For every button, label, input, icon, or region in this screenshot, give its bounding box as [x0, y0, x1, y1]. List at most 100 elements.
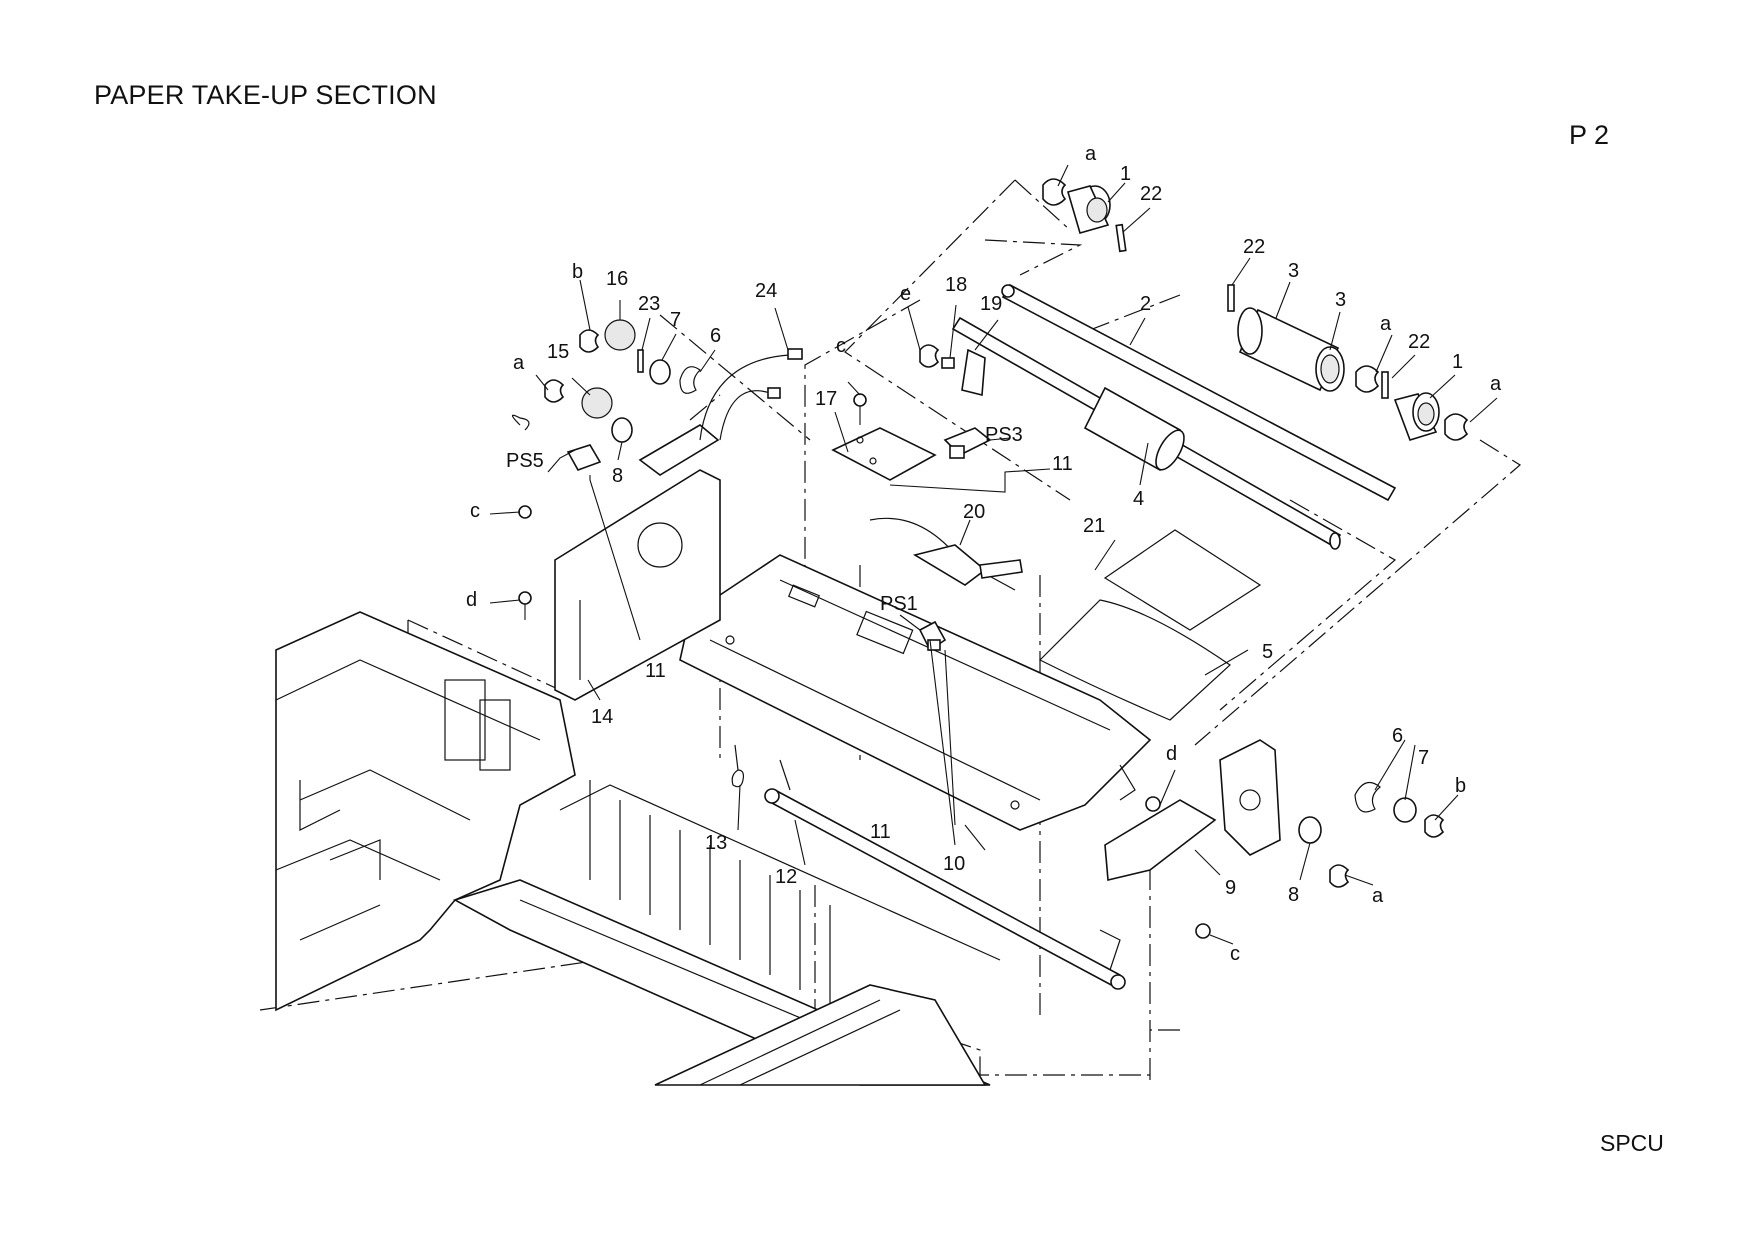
callout-ps5: PS5 — [506, 450, 544, 472]
callout-8: 8 — [612, 465, 623, 487]
callout-ps1: PS1 — [880, 593, 918, 615]
actuator-19 — [961, 348, 986, 397]
callout-23: 23 — [638, 293, 660, 315]
actuator-20 — [912, 544, 987, 586]
pin-22-left — [1227, 284, 1235, 312]
spring-18 — [941, 357, 955, 369]
bushing-8-left — [611, 417, 633, 443]
guide-sheet-21 — [1103, 529, 1262, 631]
callout-6: 6 — [1392, 725, 1403, 747]
callout-a: a — [1490, 373, 1502, 395]
callout-9: 9 — [1225, 877, 1236, 899]
callout-22: 22 — [1243, 236, 1265, 258]
callout-1: 1 — [1452, 351, 1463, 373]
callout-7: 7 — [670, 309, 681, 331]
callout-8: 8 — [1288, 884, 1299, 906]
callout-14: 14 — [591, 706, 613, 728]
screw-d-left — [518, 591, 532, 605]
callout-1: 1 — [1120, 163, 1131, 185]
callout-b: b — [572, 261, 583, 283]
callout-3: 3 — [1288, 260, 1299, 282]
pickup-roller-assembly — [951, 178, 1469, 550]
callout-labels: a 1 22 22 3 3 a 22 1 a 2 4 21 5 b 16 23 … — [466, 143, 1502, 965]
callout-10: 10 — [943, 853, 965, 875]
callout-22: 22 — [1408, 331, 1430, 353]
page-title: PAPER TAKE-UP SECTION — [94, 80, 437, 110]
callout-2: 2 — [1140, 293, 1151, 315]
spring-6-left — [679, 366, 701, 394]
callout-6: 6 — [710, 325, 721, 347]
harness-24 — [699, 354, 791, 441]
callout-a: a — [1372, 885, 1384, 907]
callout-4: 4 — [1133, 488, 1144, 510]
screw-d-right — [1145, 796, 1161, 812]
e-ring-a-bottom — [1329, 864, 1350, 888]
callout-17: 17 — [815, 388, 837, 410]
plate-9 — [1104, 799, 1217, 881]
bushing-7-right — [1393, 797, 1417, 823]
spring-6-right — [1354, 781, 1381, 813]
photo-sensor-ps5 — [566, 444, 602, 471]
pin-22-top — [1115, 223, 1127, 253]
e-ring-a-left — [544, 379, 565, 403]
sensor-bracket-assembly — [831, 344, 1023, 652]
screw-c-top — [853, 393, 867, 407]
callout-18: 18 — [945, 274, 967, 296]
guide-plate-5 — [1038, 599, 1231, 721]
page-number: P 2 — [1569, 120, 1610, 150]
document-code: SPCU — [1600, 1130, 1664, 1156]
callout-13: 13 — [705, 832, 727, 854]
callout-d: d — [1166, 743, 1177, 765]
callout-c: c — [836, 335, 846, 357]
pin-23 — [637, 349, 644, 373]
e-ring-a-mid — [1355, 365, 1380, 393]
callout-3: 3 — [1335, 289, 1346, 311]
screw-c-right — [1195, 923, 1211, 939]
callout-22: 22 — [1140, 183, 1162, 205]
e-ring-a-right — [1444, 413, 1469, 441]
e-ring-e — [919, 344, 940, 368]
callout-5: 5 — [1262, 641, 1273, 663]
side-plate-14 — [554, 469, 721, 701]
callout-12: 12 — [775, 866, 797, 888]
callout-c: c — [1230, 943, 1240, 965]
callout-11: 11 — [645, 660, 666, 682]
bracket-17 — [831, 427, 937, 481]
right-bracket — [1219, 739, 1281, 856]
left-side-plate-assembly — [511, 319, 803, 701]
callout-d: d — [466, 589, 477, 611]
main-body-frame — [275, 611, 1001, 1086]
callout-11: 11 — [1052, 453, 1073, 475]
callout-20: 20 — [963, 501, 985, 523]
pin-22-right — [1381, 371, 1389, 399]
callout-24: 24 — [755, 280, 777, 302]
callout-e: e — [900, 283, 911, 305]
leader-lines — [489, 164, 1498, 945]
e-ring-b-right — [1424, 814, 1445, 838]
e-ring-a-top — [1042, 178, 1067, 206]
bushing-8-right — [1298, 816, 1322, 844]
callout-a: a — [1085, 143, 1097, 165]
gear-15 — [581, 387, 613, 419]
callout-11: 11 — [870, 821, 891, 843]
callout-a: a — [513, 352, 525, 374]
e-ring-b-left — [579, 329, 600, 353]
right-side-plate-assembly — [1104, 739, 1445, 939]
guide-shaft-12 — [768, 788, 1122, 989]
gear-16 — [604, 319, 636, 351]
callout-a: a — [1380, 313, 1392, 335]
callout-19: 19 — [980, 293, 1002, 315]
bushing-7-left — [649, 359, 671, 385]
callout-7: 7 — [1418, 747, 1429, 769]
callout-16: 16 — [606, 268, 628, 290]
callout-21: 21 — [1083, 515, 1105, 537]
callout-b: b — [1455, 775, 1466, 797]
lower-parts — [731, 744, 1126, 990]
bearing-hole — [637, 522, 683, 568]
callout-15: 15 — [547, 341, 569, 363]
torsion-spring-13 — [731, 744, 745, 788]
screw-c-left — [518, 505, 532, 519]
callout-c: c — [470, 500, 480, 522]
